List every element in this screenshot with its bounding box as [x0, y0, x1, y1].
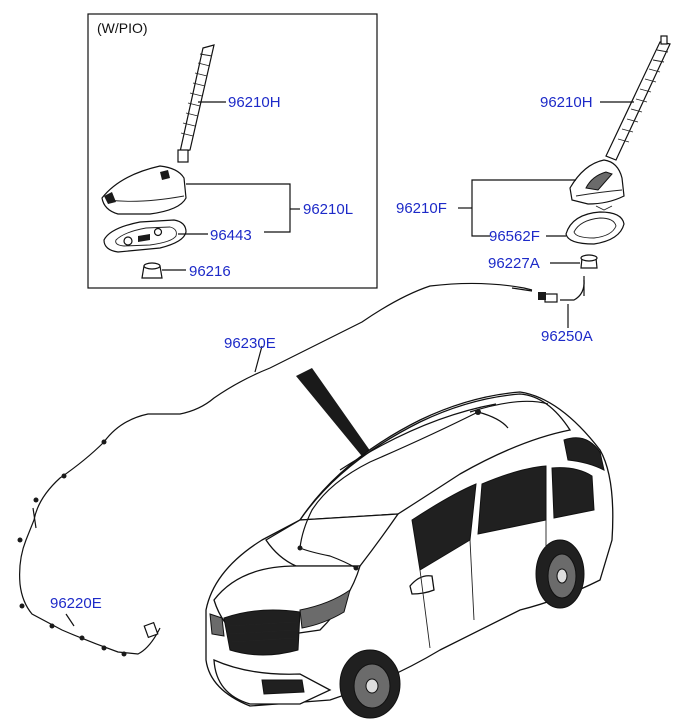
antenna-rod: [605, 35, 671, 161]
inset-antenna-rod: [177, 44, 215, 163]
label-96220E: 96220E: [50, 595, 102, 612]
location-pointer: [296, 368, 378, 466]
front-wheel: [339, 649, 401, 719]
label-96210L: 96210L: [303, 201, 353, 218]
label-96227A: 96227A: [488, 255, 540, 272]
inset-title: (W/PIO): [97, 20, 148, 36]
vehicle-illustration: [205, 391, 614, 719]
pio-inset-box: (W/PIO): [87, 13, 378, 289]
inset-gasket: [103, 219, 187, 253]
roof-antenna-assembly: 96210H 96210F 96562F 96227A 96250A: [396, 35, 671, 345]
inset-nut: [141, 262, 163, 279]
label-96250A: 96250A: [541, 328, 593, 345]
rear-wheel: [535, 539, 585, 609]
antenna-nut: [580, 254, 598, 269]
antenna-connector: [538, 276, 585, 303]
cable-96220e: 96220E: [17, 439, 161, 657]
label-96210H-inset: 96210H: [228, 94, 281, 111]
label-96443: 96443: [210, 227, 252, 244]
label-96216: 96216: [189, 263, 231, 280]
label-96210F: 96210F: [396, 200, 447, 217]
label-96230E: 96230E: [224, 335, 276, 352]
label-96562F: 96562F: [489, 228, 540, 245]
antenna-gasket: [565, 211, 625, 245]
antenna-base: [569, 159, 625, 211]
cable-96230e: 96230E: [103, 282, 533, 443]
label-96210H: 96210H: [540, 94, 593, 111]
inset-antenna-base: [101, 165, 187, 215]
